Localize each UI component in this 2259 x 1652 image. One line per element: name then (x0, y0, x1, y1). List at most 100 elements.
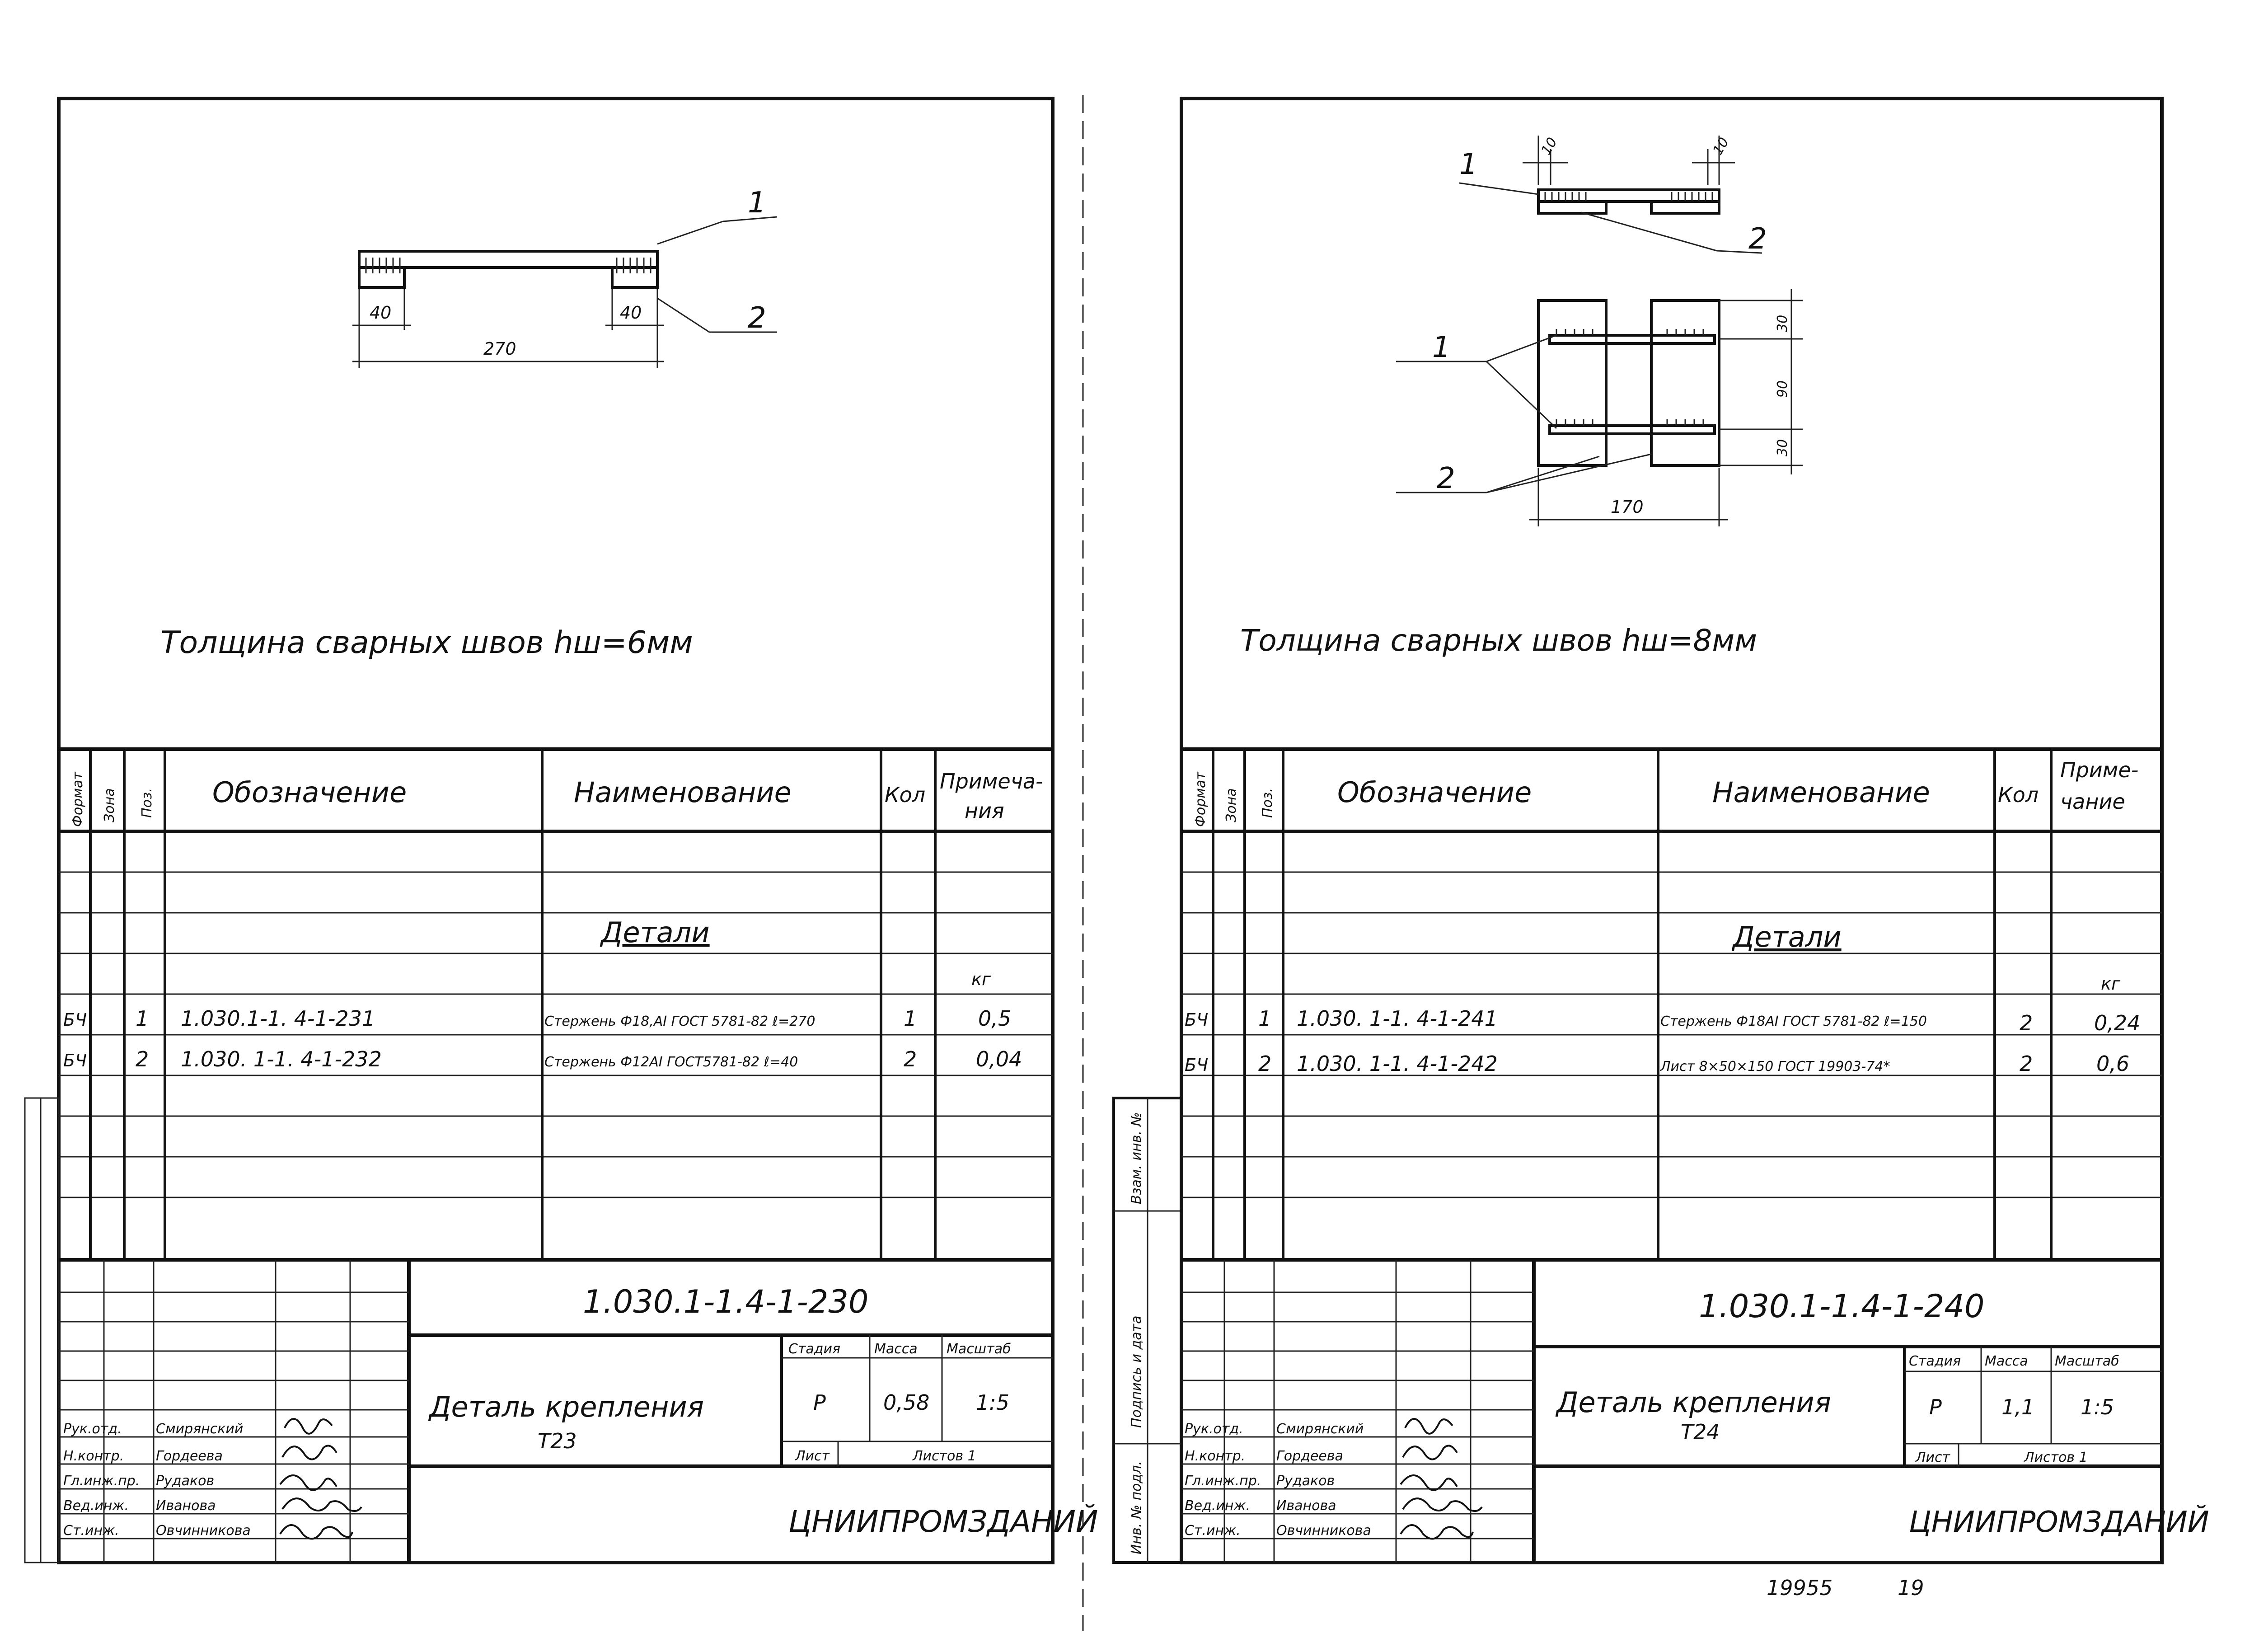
col-header-pos: Поз. (1260, 788, 1275, 818)
unit-label: кг (971, 969, 991, 989)
stage-header: Стадия (1909, 1353, 1961, 1369)
staff-role: Ст.инж. (1185, 1523, 1241, 1539)
row-name: Стержень Ф18АI ГОСТ 5781-82 ℓ=150 (1660, 1014, 1927, 1029)
binding-stub (24, 1097, 60, 1563)
staff-name: Рудаков (156, 1473, 214, 1489)
sheet-label: Лист (1915, 1450, 1951, 1465)
sheet-label: Лист (795, 1448, 830, 1464)
row-name: Стержень Ф18,АI ГОСТ 5781-82 ℓ=270 (544, 1014, 815, 1029)
col-header-zone: Зона (102, 788, 117, 822)
staff-role: Рук.отд. (1185, 1421, 1243, 1437)
row-designation: 1.030. 1-1. 4-1-241 (1297, 1006, 1498, 1031)
mass-value: 0,58 (883, 1390, 929, 1415)
section-title: Детали (1731, 920, 1842, 953)
staff-role: Гл.инж.пр. (63, 1473, 140, 1489)
row-name: Лист 8×50×150 ГОСТ 19903-74* (1660, 1059, 1890, 1075)
staff-name: Иванова (1276, 1498, 1336, 1514)
staff-name: Рудаков (1276, 1473, 1335, 1489)
staff-role: Рук.отд. (63, 1421, 122, 1437)
row-qty: 2 (2020, 1051, 2033, 1076)
col-header-designation: Обозначение (1337, 776, 1532, 809)
sheet-left: 40 40 270 1 2 Толщина сварных швов hш=6м… (24, 97, 1098, 1564)
weld-note: Толщина сварных швов hш=8мм (1240, 623, 1757, 658)
callout-label: 2 (748, 301, 766, 335)
title-block: 1.030.1-1.4-1-230 Деталь крепления Т23 С… (59, 1258, 1098, 1563)
row-pos: 2 (1258, 1051, 1271, 1076)
col-header-format: Формат (70, 771, 86, 827)
row-qty: 2 (904, 1047, 917, 1071)
staff-role: Вед.инж. (63, 1498, 129, 1514)
row-pos: 1 (1258, 1006, 1271, 1031)
sheets-count: Листов 1 (2024, 1450, 2088, 1465)
scale-header: Масштаб (2055, 1353, 2119, 1369)
spec-table: Формат Зона Поз. Обозначение Наименовани… (57, 747, 1055, 1262)
callout-label: 1 (1432, 331, 1451, 364)
row-qty: 2 (2020, 1011, 2033, 1035)
dim-label: 10 (1710, 135, 1732, 158)
dim-label: 90 (1775, 380, 1790, 398)
col-header-qty: Кол (885, 783, 925, 807)
mass-header: Масса (1985, 1353, 2028, 1369)
stamp-inv: Инв. № подл. (1129, 1461, 1144, 1554)
staff-name: Овчинникова (1276, 1523, 1371, 1539)
drawing-title: Деталь крепления (1555, 1386, 1831, 1419)
staff-name: Смирянский (156, 1421, 243, 1437)
staff-role: Н.контр. (1185, 1448, 1245, 1464)
callout-label: 1 (748, 186, 766, 220)
dim-label: 170 (1611, 497, 1644, 517)
staff-role: Вед.инж. (1185, 1498, 1250, 1514)
row-format: БЧ (63, 1010, 87, 1030)
row-pos: 2 (136, 1047, 149, 1071)
sheet-right: Взам. инв. № Подпись и дата Инв. № подл.… (1112, 97, 2209, 1600)
stage-header: Стадия (788, 1341, 840, 1357)
stamp-sign-date: Подпись и дата (1129, 1316, 1144, 1428)
side-stamp: Взам. инв. № Подпись и дата Инв. № подл. (1112, 1097, 1183, 1564)
row-format: БЧ (63, 1051, 87, 1070)
scale-value: 1:5 (976, 1390, 1009, 1415)
dim-label: 30 (1775, 315, 1790, 332)
row-designation: 1.030. 1-1. 4-1-232 (181, 1047, 382, 1071)
staff-name: Гордеева (156, 1448, 223, 1464)
drawing-title: Деталь крепления (428, 1390, 704, 1423)
drawing-mark: Т23 (538, 1429, 577, 1453)
col-header-name: Наименование (1712, 776, 1930, 809)
row-pos: 1 (136, 1006, 149, 1031)
row-note: 0,04 (976, 1047, 1022, 1071)
page-number: 19 (1898, 1576, 1924, 1600)
stage-value: Р (1929, 1395, 1942, 1419)
staff-name: Смирянский (1276, 1421, 1364, 1437)
sheets-count: Листов 1 (912, 1448, 976, 1464)
dim-label: 10 (1538, 135, 1561, 158)
mass-header: Масса (874, 1341, 918, 1357)
col-header-note: чание (2060, 789, 2125, 814)
weld-note: Толщина сварных швов hш=6мм (160, 625, 693, 661)
stamp-replace: Взам. инв. № (1129, 1112, 1144, 1204)
col-header-name: Наименование (574, 776, 792, 809)
stage-value: Р (813, 1390, 826, 1415)
staff-role: Н.контр. (63, 1448, 124, 1464)
album-number: 19955 (1767, 1576, 1833, 1600)
row-format: БЧ (1185, 1010, 1208, 1030)
staff-name: Овчинникова (156, 1523, 251, 1539)
staff-name: Гордеева (1276, 1448, 1343, 1464)
row-note: 0,6 (2096, 1051, 2129, 1076)
organization: ЦНИИПРОМЗДАНИЙ (1909, 1505, 2209, 1539)
col-header-pos: Поз. (139, 788, 155, 818)
col-header-designation: Обозначение (212, 776, 407, 809)
doc-code: 1.030.1-1.4-1-240 (1699, 1288, 1984, 1325)
row-format: БЧ (1185, 1055, 1208, 1075)
table-row: БЧ 1 1.030.1-1. 4-1-231 Стержень Ф18,АI … (63, 1006, 1011, 1031)
drawing-mark: Т24 (1681, 1420, 1720, 1444)
title-block: 1.030.1-1.4-1-240 Деталь крепления Т24 С… (1181, 1258, 2209, 1563)
table-row: БЧ 2 1.030. 1-1. 4-1-232 Стержень Ф12АI … (63, 1047, 1022, 1071)
doc-code: 1.030.1-1.4-1-230 (583, 1283, 868, 1320)
dim-label: 40 (370, 303, 391, 323)
col-header-format: Формат (1193, 771, 1209, 827)
part-drawing: 40 40 270 1 2 (352, 186, 778, 368)
signatures (279, 1418, 362, 1540)
callout-label: 1 (1459, 148, 1478, 181)
col-header-note: ния (965, 798, 1004, 823)
callout-label: 2 (1748, 222, 1767, 256)
row-designation: 1.030. 1-1. 4-1-242 (1297, 1051, 1498, 1076)
col-header-qty: Кол (1998, 783, 2039, 807)
